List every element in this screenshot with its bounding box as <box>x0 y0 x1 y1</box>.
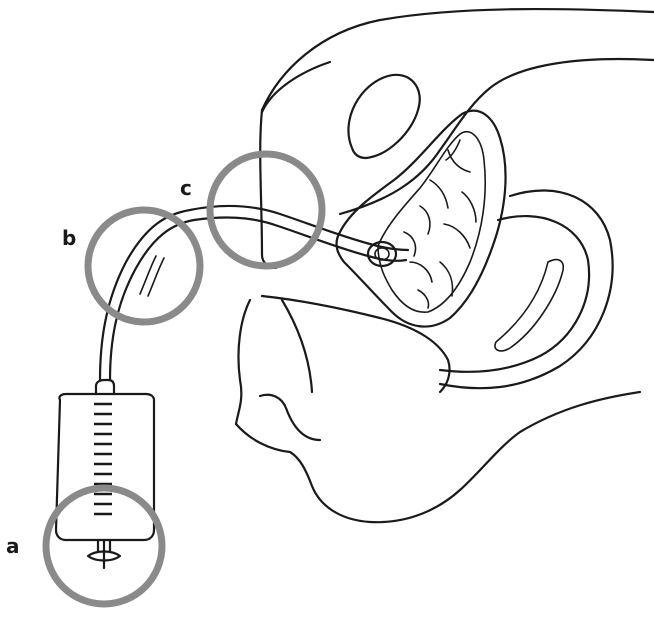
drainage-bag <box>56 380 154 568</box>
drain-valve <box>88 540 120 568</box>
label-b: b <box>62 228 76 248</box>
perineum-outline <box>236 296 640 522</box>
highlight-ring-b <box>88 210 200 322</box>
bladder <box>337 111 506 327</box>
catheter-tube <box>100 206 408 380</box>
label-c: c <box>180 178 192 198</box>
label-a: a <box>6 536 20 556</box>
rectum <box>440 190 613 388</box>
bag-graduation-marks <box>94 404 112 514</box>
pubic-bone <box>348 75 419 158</box>
abdominal-wall <box>340 59 654 214</box>
